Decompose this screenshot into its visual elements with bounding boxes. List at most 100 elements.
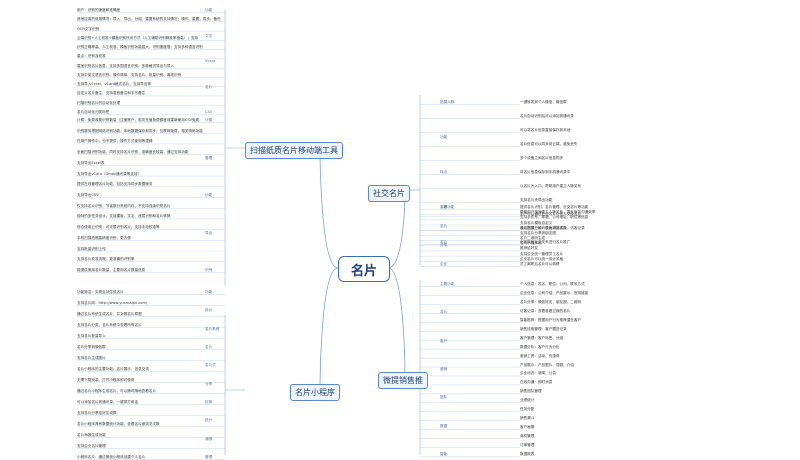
- left-bottom-text-14: 支持企业名片管理: [77, 444, 106, 448]
- right-bottom-text-13: 业绩统计: [520, 398, 535, 403]
- left-top-label-1: 文字: [205, 33, 213, 38]
- right-top-text-0: 一键转发到个人微信、微信群: [520, 100, 567, 104]
- left-top-text-0: 用户：识别的速度和准确度: [77, 8, 121, 12]
- right-mid-label-0: 主要功能: [440, 205, 455, 209]
- left-bottom-label-6: 优势: [205, 400, 213, 404]
- right-top-text-1: 名片自动识别后可以添加到通讯录: [520, 114, 574, 118]
- left-mid-label-1: 管理: [205, 155, 213, 160]
- left-bottom-text-3: 支持名片分类，名片系统中查看所有名片: [77, 323, 142, 327]
- left-bottom-text-0: 功能简洁：实现支持生成名片: [77, 290, 124, 294]
- right-bottom-label-0: 主要功能: [440, 282, 455, 286]
- right-mid-text-5: 支持名片分享到朋友圈: [520, 230, 556, 235]
- branch-scan-tool: 扫描纸质名片移动端工具: [245, 142, 343, 159]
- left-top-label-2: Vcard: [205, 59, 216, 63]
- left-bottom-label-2: 名片系统: [205, 326, 220, 331]
- right-bottom-label-6: 智能: [440, 452, 448, 456]
- right-top-label-0: 拓展人脉: [440, 100, 455, 104]
- right-mid-text-1: 帮助用户快速建立人脉关系，提升商务沟通效率: [520, 210, 596, 215]
- right-bottom-text-18: 订单管理: [520, 443, 535, 448]
- left-bottom-label-4: 名片式: [205, 363, 216, 368]
- left-mid-text-9: 独特的多任务设计，支持模板、文字、逐层识别和名片转换: [77, 214, 171, 219]
- left-mid-label-3: 导出: [205, 230, 213, 235]
- left-mid-text-3: 全面扫描识别功能，同时支持名片识别，准确度比较高，通过支持功能: [77, 150, 189, 155]
- left-mid-text-8: 仅支持名片识别，节省部分系统内存，不支持连续识别名片: [77, 203, 171, 208]
- right-top-text-2: 可以将名片信息直接保存到本地: [520, 128, 571, 132]
- left-bottom-text-7: 名片小程序的主要功能：名片展示、信息交流: [77, 367, 149, 371]
- left-bottom-text-12: 名片小程序具有数据统计功能，查看名片被浏览次数: [77, 422, 160, 426]
- left-bottom-label-3: 名片: [205, 345, 213, 349]
- right-bottom-text-0: 个人信息：姓名、职位、公司、联系方式: [520, 282, 585, 286]
- left-bottom-label-5: 分享: [205, 381, 213, 386]
- right-top-label-3: 市场: [440, 205, 448, 209]
- right-mid-label-1: 名片: [440, 224, 448, 228]
- left-bottom-label-0: 功能: [205, 290, 213, 294]
- right-top-text-9: 通过扫描二维码快速添加名片: [520, 226, 567, 230]
- right-top-text-7: 支持名片夹导出功能: [520, 198, 553, 202]
- right-mid-text-10: 企业名片可以统一设计风格: [520, 256, 564, 261]
- right-bottom-text-14: 任务分配: [520, 407, 535, 412]
- right-top-text-6: 以名片为入口，帮助用户建立人脉关系: [520, 184, 582, 188]
- left-top-text-9: 自定义名片备注、支持语音备注和手写备注: [77, 91, 146, 96]
- branch-mini-program: 名片小程序: [290, 384, 340, 401]
- right-mid-text-4: 名片数据分析：名片浏览次数、访客记录: [520, 225, 585, 230]
- right-mid-text-8: 推荐给好友: [520, 246, 538, 251]
- right-mid-label-3: 企业: [440, 262, 448, 266]
- left-mid-label-0: 计费: [205, 118, 213, 122]
- right-top-text-10: 利用微信社交关系进行名片推广: [520, 240, 571, 244]
- left-top-text-7: 支持中英文语言识别、操作简单、支持名片、批量识别、离线识别: [77, 72, 182, 77]
- right-bottom-label-4: 团队: [440, 395, 448, 400]
- branch-wechat-sales: 微提销售推: [378, 372, 428, 389]
- left-top-text-4: 识别正确率高、人工校准、模板识别功能强大、识别速度慢；支持多种语言识别: [77, 45, 203, 50]
- central-topic: 名片: [338, 256, 390, 282]
- left-mid-text-6: 提供在线管理名片功能，包括支持同步数据服务: [77, 182, 153, 187]
- left-top-text-2: OCR文字识别: [77, 26, 100, 31]
- left-bottom-label-9: 管理: [205, 455, 213, 459]
- left-mid-text-12: 支持批量识别上传: [77, 246, 106, 251]
- right-bottom-text-19: 数据报表: [520, 452, 535, 456]
- left-top-text-11: 名片自动化归类标签: [77, 110, 110, 114]
- right-bottom-text-17: 商机管理: [520, 434, 535, 439]
- right-bottom-text-3: 访客记录：查看谁看过我的名片: [520, 308, 571, 313]
- left-top-text-5: 重点：识别及校准: [77, 54, 106, 59]
- left-bottom-text-4: 支持名片批量导入: [77, 334, 106, 338]
- left-bottom-text-8: 无需下载安装，打开小程序即可使用: [77, 378, 135, 382]
- right-mid-text-2: 支持手机号、邮箱、公司地址、职位等信息: [520, 215, 589, 220]
- right-bottom-text-16: 客户画像: [520, 425, 535, 430]
- right-mid-text-11: 员工离职后名片可以转移: [520, 262, 560, 266]
- left-top-label-0: 功能: [205, 8, 213, 12]
- left-mid-text-10: 综合使用云识别，可无限识别名片，支持手动校准等: [77, 225, 160, 230]
- left-bottom-text-1: 支持名片网：http://www.yunmaipn.com/: [77, 301, 148, 305]
- left-top-label-4: CSV: [205, 110, 213, 114]
- left-mid-text-4: 支持导出Excel表: [77, 160, 105, 165]
- left-mid-text-0: 计费：免费收费识别数量（注册账户，若次充值免费额度或重新使用CSV免费: [77, 118, 200, 122]
- left-bottom-text-13: 名片海报生成功能: [77, 433, 106, 437]
- left-bottom-label-1: 设计: [205, 308, 213, 313]
- left-top-text-8: 支持导入Excel、vCard格式名片、支持导出等: [77, 82, 151, 87]
- right-bottom-text-11: 在线沟通：即时消息: [520, 380, 553, 385]
- right-mid-text-0: 提供名片识别、名片管理、社交名片等功能: [520, 205, 589, 209]
- right-bottom-label-3: 营销: [440, 367, 448, 371]
- right-top-text-8: 用户可以通过社交名片与他人交换名片: [520, 212, 582, 216]
- right-bottom-label-1: 名片: [440, 310, 448, 315]
- left-mid-label-2: 功能: [205, 193, 213, 197]
- right-bottom-text-6: 客户管理：客户标签、分组: [520, 335, 564, 340]
- left-top-text-3: 云端识别+人工校准+模板识别所对方式（人工辅助识别精准率极高）；支持: [77, 35, 199, 40]
- right-bottom-label-5: 数据: [440, 423, 448, 428]
- left-top-text-10: 扫描识别名片的自动化处理: [77, 100, 121, 105]
- right-bottom-text-12: 销售团队管理: [520, 389, 542, 394]
- right-top-label-4: 名片: [440, 240, 448, 244]
- left-top-label-3: 名片: [205, 84, 213, 89]
- right-bottom-text-15: 销售漏斗: [520, 416, 535, 421]
- right-mid-text-7: 名片小程序码: [520, 241, 542, 246]
- left-mid-text-13: 支持名片校准流程，更准确的识别率: [77, 257, 135, 262]
- left-mid-text-2: 在用户操作中，也不提供，操作方式使用等逻辑: [77, 139, 153, 144]
- left-bottom-text-15: 小程序名片：通过微信小程序创建个人名片: [77, 455, 146, 459]
- left-mid-text-11: 手机扫描拍照高精度识别，更方便: [77, 235, 131, 240]
- right-top-text-3: 名片信息可以同步到云端，避免丢失: [520, 142, 578, 146]
- right-mid-text-3: 支持名片模板自定义: [520, 220, 553, 225]
- left-bottom-text-11: 支持名片分享给好友或群: [77, 411, 117, 415]
- left-mid-text-5: 支持导出vCard（Gmail通讯录等支持）: [77, 171, 142, 176]
- branch-social-card: 社交名片: [368, 185, 410, 202]
- right-top-text-4: 多个设备之间名片信息同步: [520, 156, 564, 160]
- right-bottom-text-4: 智能推荐：根据用户行为推荐潜在客户: [520, 317, 582, 322]
